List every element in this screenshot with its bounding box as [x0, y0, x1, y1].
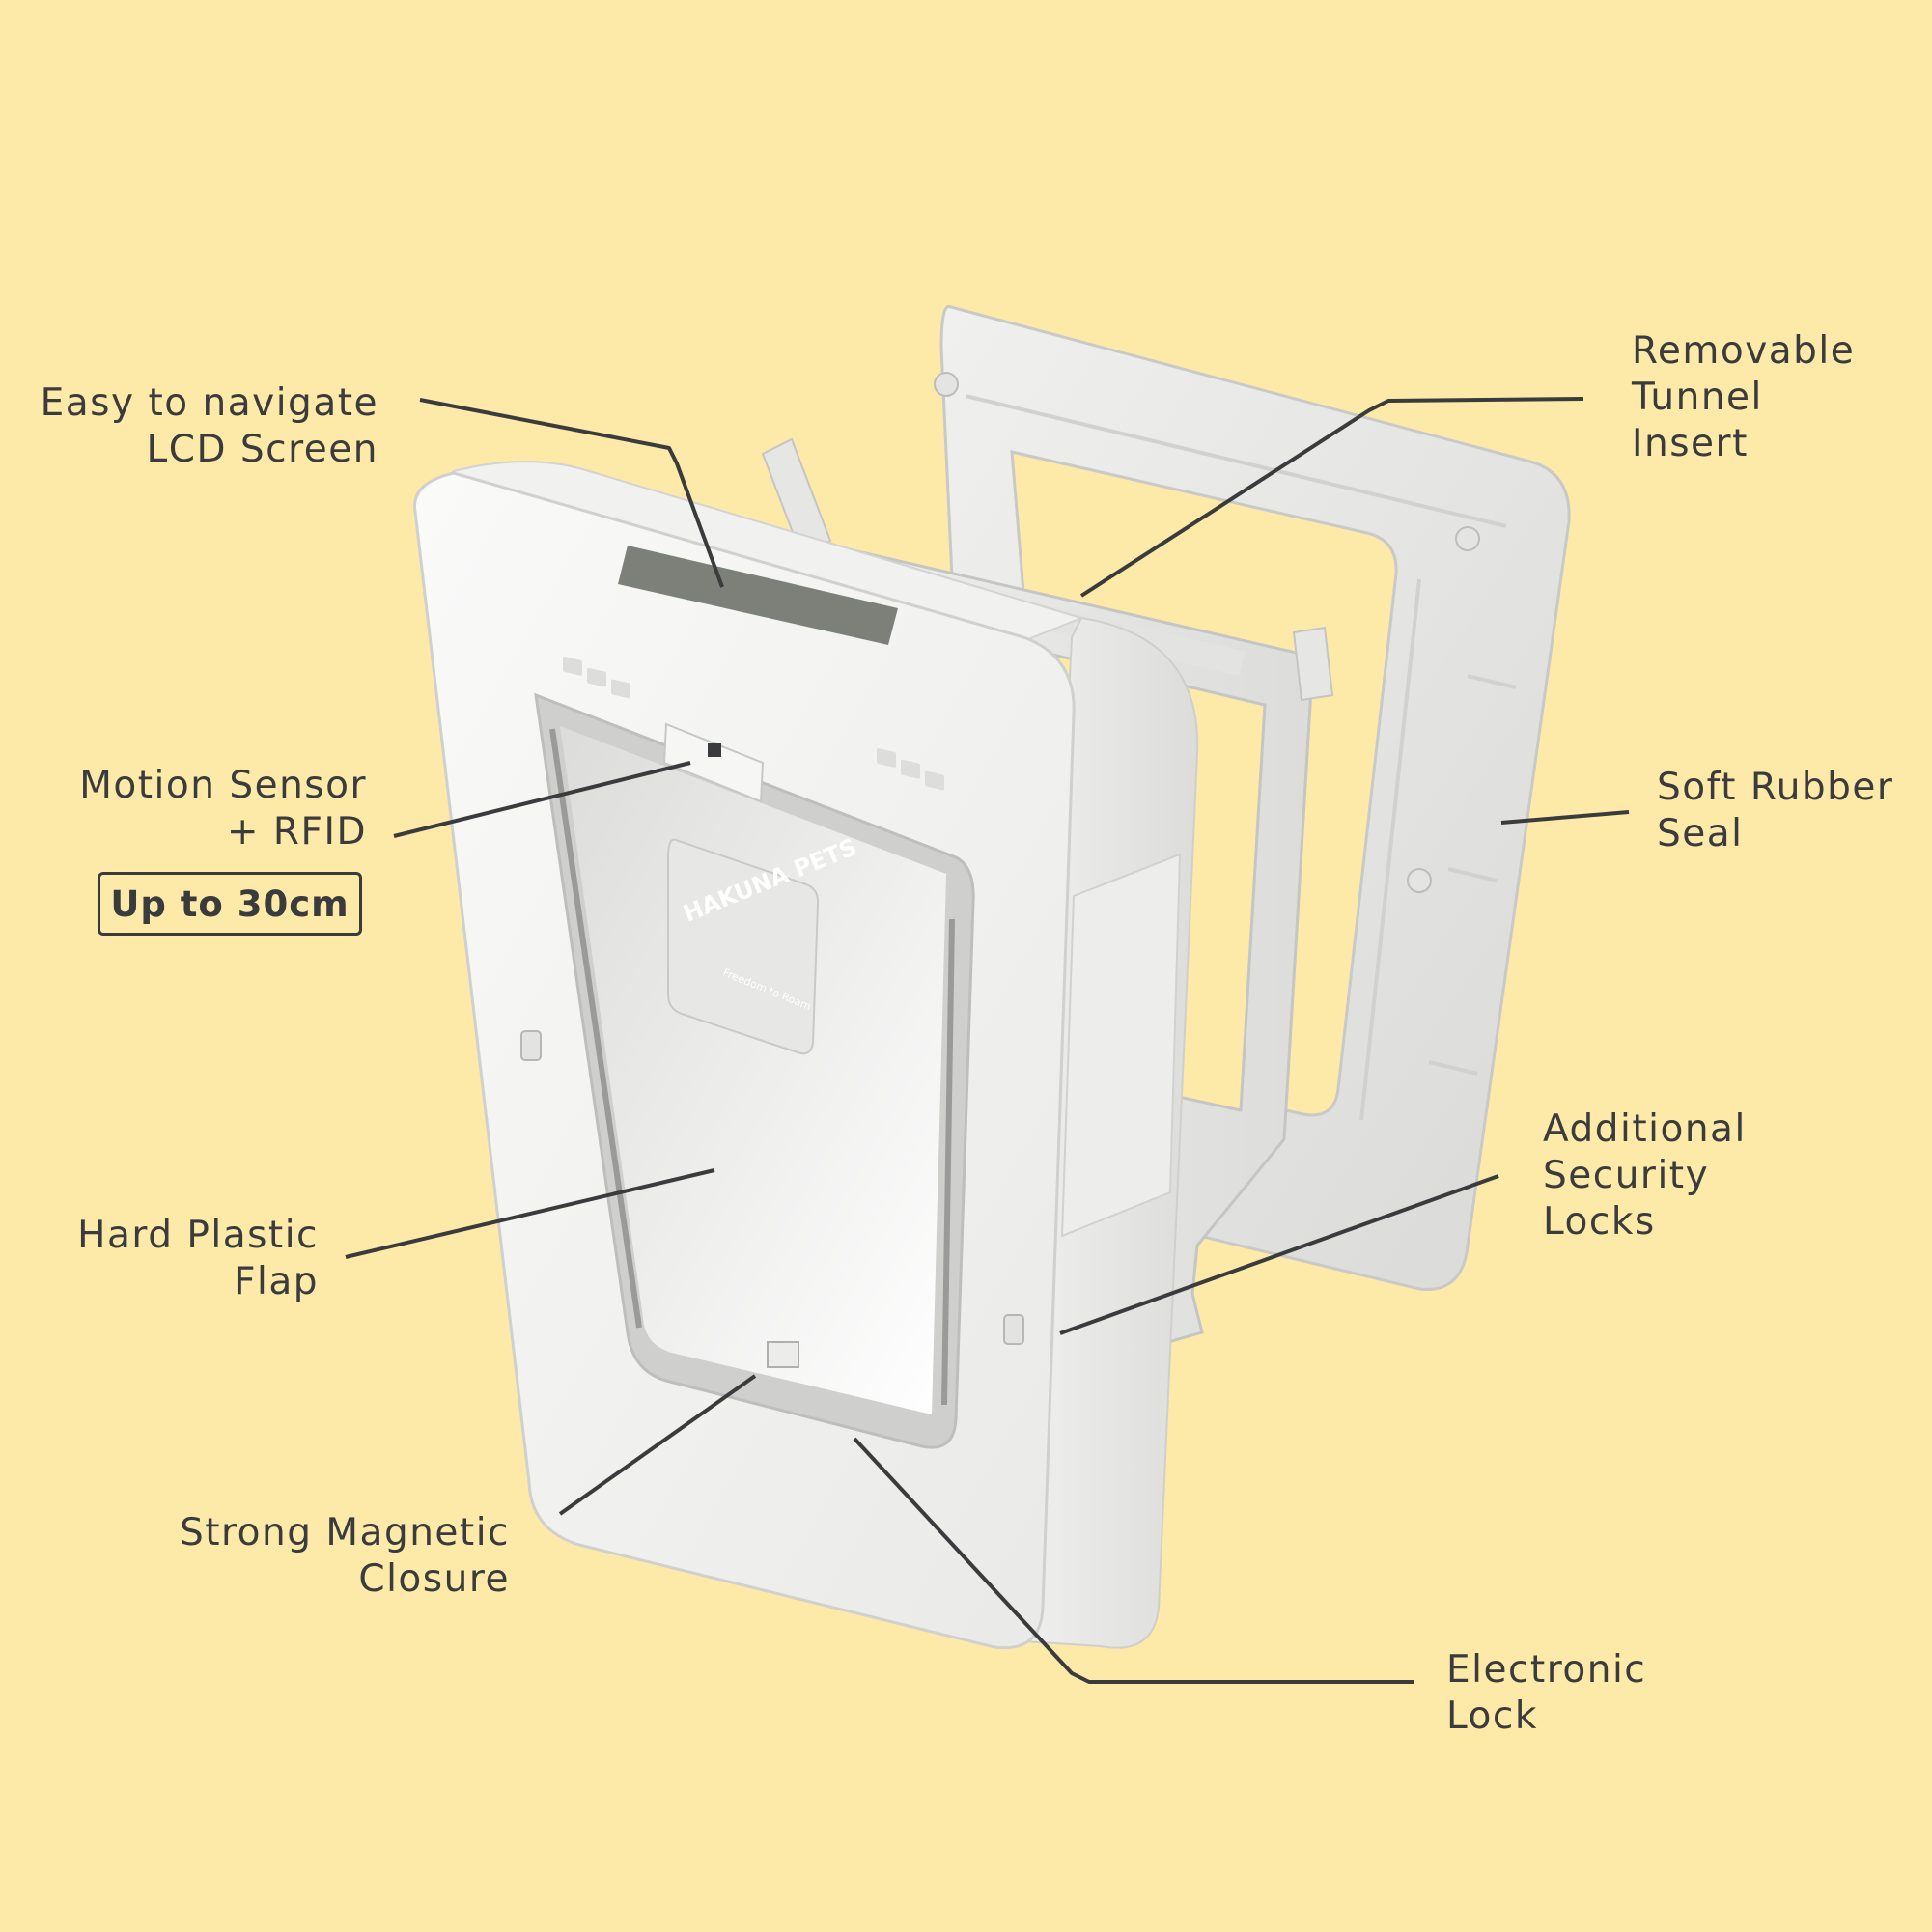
leader-seal: [1500, 810, 1630, 825]
label-security-locks: Additional Security Locks: [1543, 1106, 1747, 1246]
leader-electronic: [853, 1437, 1414, 1684]
leader-lcd: [419, 398, 724, 588]
label-tunnel-line-3: Insert: [1632, 422, 1749, 465]
security-lock-left: [520, 1030, 542, 1061]
label-tunnel-insert: Removable Tunnel Insert: [1632, 328, 1855, 467]
label-lcd-line-2: LCD Screen: [146, 428, 378, 471]
label-security-line-2: Security: [1543, 1154, 1710, 1197]
label-lcd-screen: Easy to navigate LCD Screen: [39, 380, 378, 473]
label-electronic-lock: Electronic Lock: [1446, 1647, 1646, 1740]
label-electronic-line-1: Electronic: [1446, 1648, 1647, 1692]
motion-sensor: [662, 722, 765, 803]
motion-range-badge: Up to 30cm: [98, 872, 362, 936]
label-tunnel-line-2: Tunnel: [1632, 376, 1763, 419]
label-security-line-1: Additional: [1543, 1107, 1747, 1151]
label-electronic-line-2: Lock: [1446, 1694, 1538, 1738]
label-tunnel-line-1: Removable: [1632, 329, 1856, 373]
label-hard-plastic-flap: Hard Plastic Flap: [39, 1213, 319, 1305]
electronic-lock-panel: [1060, 853, 1182, 1238]
label-flap-line-1: Hard Plastic: [77, 1214, 319, 1257]
label-seal-line-2: Seal: [1657, 812, 1744, 855]
leader-security: [1059, 1174, 1499, 1335]
label-magnetic-line-2: Closure: [358, 1557, 510, 1601]
label-magnetic-closure: Strong Magnetic Closure: [135, 1510, 510, 1603]
leader-magnetic: [558, 1374, 757, 1516]
label-magnetic-line-1: Strong Magnetic: [179, 1511, 510, 1554]
leader-motion: [393, 761, 691, 838]
leader-flap: [345, 1168, 715, 1259]
label-lcd-line-1: Easy to navigate: [40, 381, 378, 425]
lcd-buttons-left: [563, 657, 630, 699]
security-lock-right: [1003, 1314, 1024, 1345]
label-motion-line-1: Motion Sensor: [79, 764, 367, 807]
label-flap-line-2: Flap: [234, 1260, 319, 1303]
label-seal-line-1: Soft Rubber: [1657, 766, 1894, 809]
leader-tunnel: [1079, 397, 1584, 598]
lcd-buttons-right: [877, 748, 944, 791]
lcd-control-panel: [563, 546, 944, 791]
label-motion-line-2: + RFID: [226, 810, 367, 854]
brand-logo: HAKUNA PETS Freedom to Roam: [667, 833, 860, 1055]
magnetic-closure: [767, 1341, 799, 1368]
label-motion-sensor: Motion Sensor + RFID: [58, 763, 367, 855]
leader-lines: [345, 397, 1630, 1684]
label-security-line-3: Locks: [1543, 1200, 1656, 1244]
label-rubber-seal: Soft Rubber Seal: [1657, 765, 1893, 857]
lcd-screen: [618, 546, 898, 645]
